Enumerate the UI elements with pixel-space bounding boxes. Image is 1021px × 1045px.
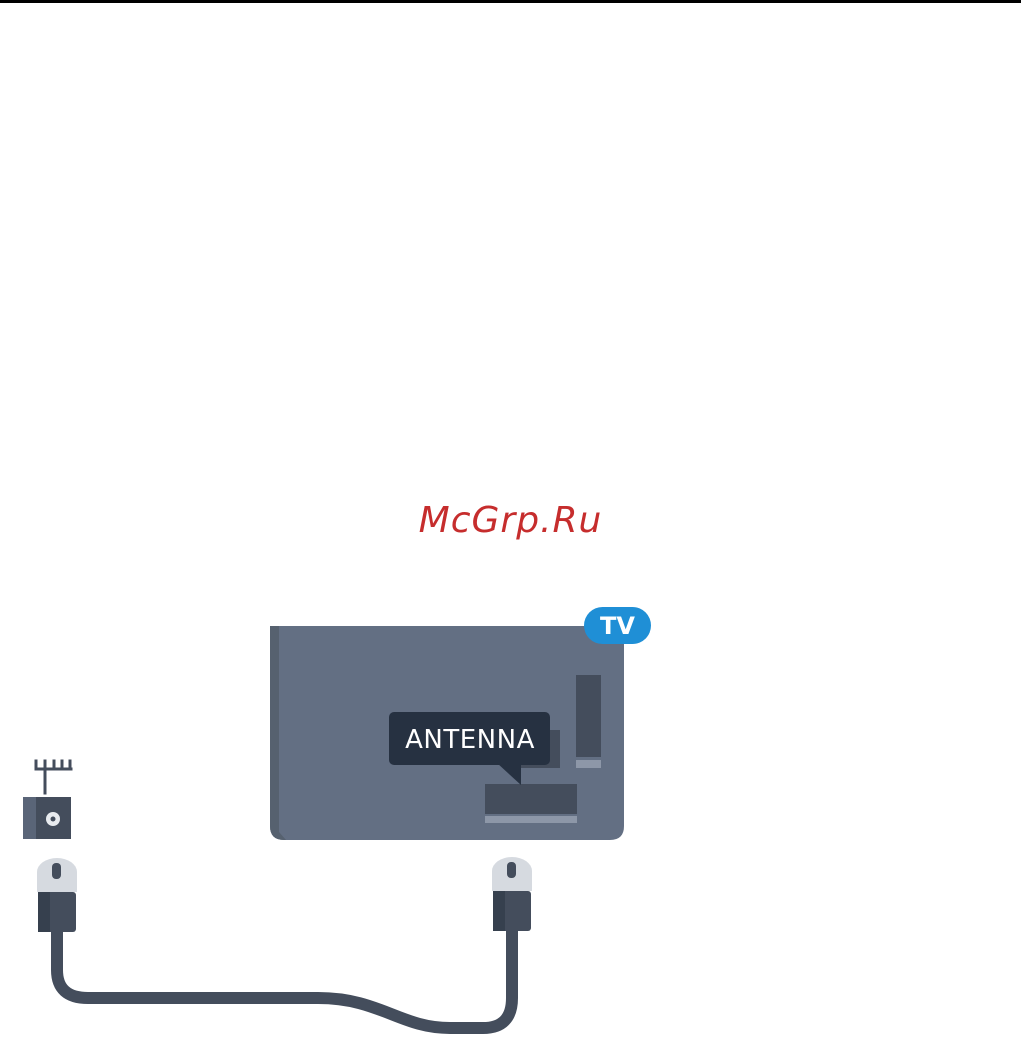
tv-badge-label: TV bbox=[600, 612, 635, 640]
wall-socket-icon bbox=[23, 797, 71, 839]
tv-side-panel-stripe bbox=[576, 760, 601, 768]
coax-cable bbox=[57, 928, 512, 1028]
tv-bottom-panel bbox=[485, 784, 577, 814]
right-plug-pin bbox=[507, 862, 516, 878]
antenna-callout-label: ANTENNA bbox=[405, 725, 535, 755]
tv-side-panel bbox=[576, 675, 601, 757]
coax-plug-icon-left bbox=[37, 858, 77, 932]
coax-plug-icon-right bbox=[492, 857, 532, 931]
left-plug-pin bbox=[52, 863, 61, 879]
wall-socket-pin bbox=[51, 817, 56, 822]
left-plug-body-shade bbox=[38, 892, 50, 932]
wall-socket-face bbox=[23, 797, 36, 839]
right-plug-body-shade bbox=[493, 891, 505, 931]
antenna-icon bbox=[36, 761, 71, 793]
tv-badge: TV bbox=[584, 607, 651, 644]
tv-bottom-panel-stripe bbox=[485, 816, 577, 823]
